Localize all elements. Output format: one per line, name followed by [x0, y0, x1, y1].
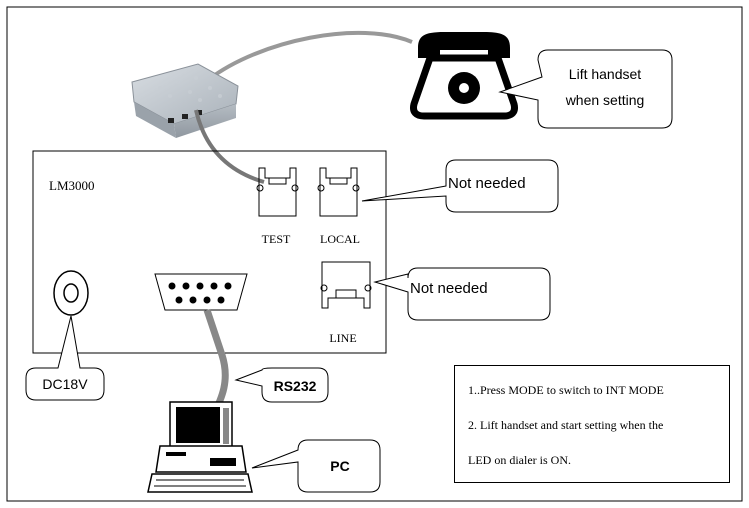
callout-rs232 — [234, 367, 329, 403]
callout-lift-handset-line1: Lift handset — [569, 66, 641, 82]
instruction-line-2: 2. Lift handset and start setting when t… — [468, 418, 664, 432]
callout-not-needed-line-text: Not needed — [410, 280, 488, 297]
lm3000-box — [32, 150, 387, 354]
local-port-label: LOCAL — [320, 232, 360, 246]
test-port-label: TEST — [262, 232, 291, 246]
instructions-box: 1..Press MODE to switch to INT MODE 2. L… — [454, 365, 730, 483]
callout-rs232-text: RS232 — [274, 378, 317, 394]
telephone-icon — [410, 32, 518, 120]
callout-dc18v-text: DC18V — [42, 376, 88, 392]
local-port-icon — [317, 167, 360, 217]
callout-pc-text: PC — [330, 458, 349, 474]
callout-lift-handset — [498, 49, 673, 129]
dialer-box-icon — [131, 63, 239, 138]
instruction-line-1: 1..Press MODE to switch to INT MODE — [468, 383, 664, 397]
db9-connector-icon — [154, 273, 248, 311]
outer-frame — [6, 6, 743, 502]
callout-pc — [251, 439, 381, 493]
line-port-icon — [320, 261, 372, 309]
instruction-line-3: LED on dialer is ON. — [468, 453, 571, 467]
phone-cord — [206, 30, 413, 82]
line-port-label: LINE — [329, 331, 356, 345]
test-cable — [194, 109, 265, 184]
test-port-icon — [256, 167, 299, 217]
callout-lift-handset-line2: when setting — [565, 92, 645, 108]
rs232-cable — [203, 308, 229, 418]
pc-icon — [147, 401, 253, 493]
callout-dc18v — [25, 315, 105, 401]
callout-not-needed-local-text: Not needed — [448, 175, 526, 192]
power-jack-icon — [53, 270, 89, 316]
callout-not-needed-line — [373, 267, 551, 321]
device-name: LM3000 — [49, 178, 95, 193]
callout-not-needed-local — [361, 159, 559, 213]
